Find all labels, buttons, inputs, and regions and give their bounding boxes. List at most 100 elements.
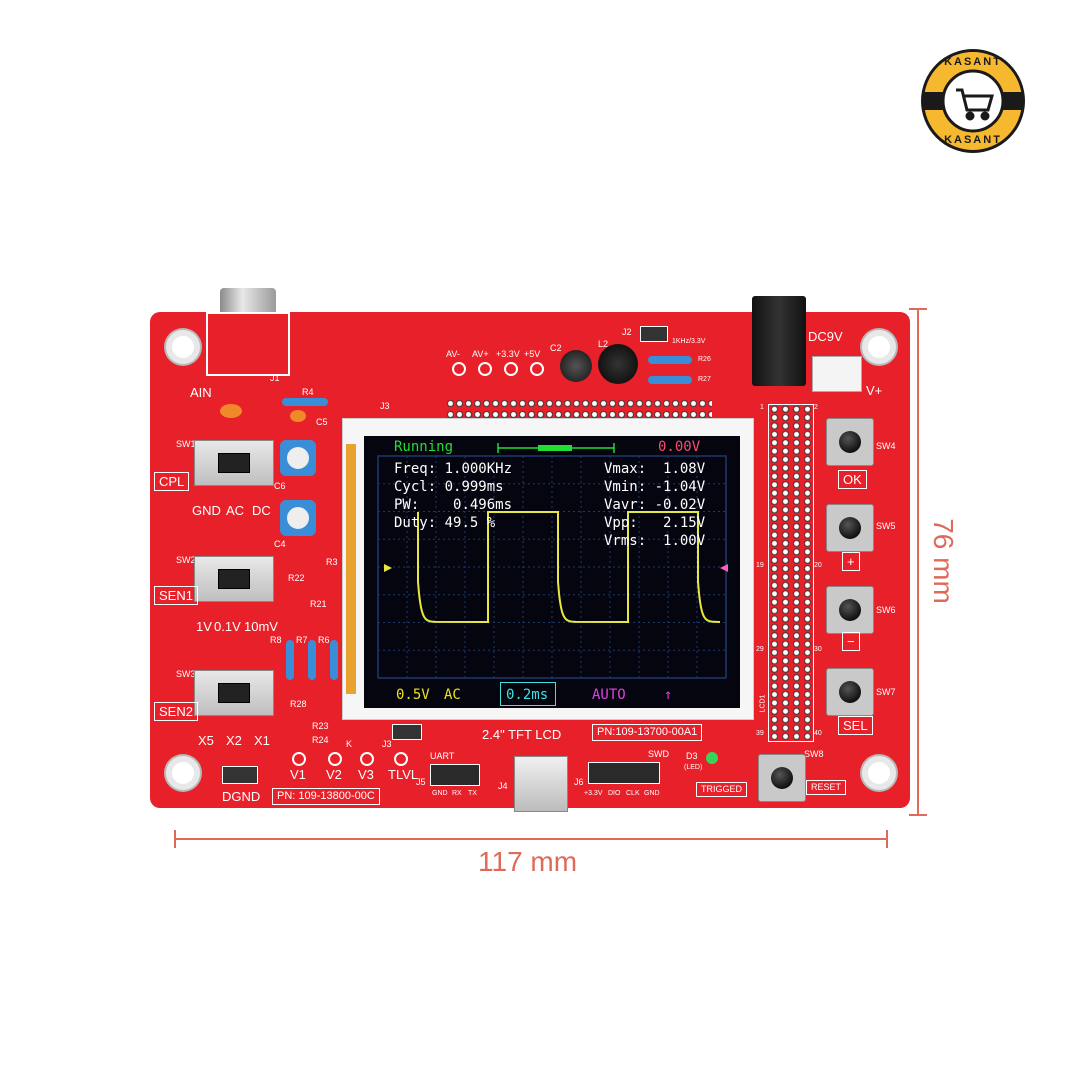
measurement-value: 1.08V	[663, 461, 706, 477]
r21-label: R21	[310, 599, 327, 609]
uart-gnd-label: GND	[432, 790, 448, 797]
uart-tx-label: TX	[468, 790, 477, 797]
swd-header[interactable]	[588, 762, 660, 784]
swd-clk-label: CLK	[626, 790, 640, 797]
mounting-hole	[166, 756, 200, 790]
k-label: K	[346, 739, 353, 749]
pin-40-label: 40	[814, 730, 822, 737]
signal-header[interactable]	[640, 326, 668, 342]
measurement-label: Duty:	[394, 515, 437, 531]
board-part-number: PN: 109-13800-00C	[272, 788, 380, 805]
plus-button[interactable]	[826, 504, 874, 552]
resistor	[330, 640, 338, 680]
j6-label: J6	[574, 777, 584, 787]
measurement-row: PW: 0.496ms	[394, 498, 512, 516]
sel-button[interactable]	[826, 668, 874, 716]
test-point[interactable]	[292, 752, 306, 766]
lcd-name-label: 2.4" TFT LCD	[482, 727, 562, 742]
measurement-value: 0.999ms	[444, 479, 504, 495]
coupling-switch[interactable]	[194, 440, 274, 486]
x2-label: X2	[226, 733, 242, 748]
swd-gnd-label: GND	[644, 790, 660, 797]
volts-per-div: 0.5V	[396, 687, 430, 703]
measurement-value: 49.5 %	[444, 515, 496, 531]
0.1v-label: 0.1V	[214, 619, 241, 634]
ok-button[interactable]	[826, 418, 874, 466]
measurement-value: 1.00V	[663, 533, 706, 549]
test-point[interactable]	[360, 752, 374, 766]
j1-label: J1	[270, 373, 280, 383]
ok-label: OK	[838, 470, 867, 489]
measurement-label: Freq:	[394, 461, 437, 477]
trigger-edge: ↑	[664, 687, 673, 703]
c5-label: C5	[316, 417, 328, 427]
reset-button[interactable]	[758, 754, 806, 802]
power-connector[interactable]	[812, 356, 862, 392]
r27-label: R27	[698, 376, 711, 383]
trigger-mode: AUTO	[592, 687, 626, 703]
sw8-label: SW8	[804, 749, 824, 759]
sensitivity2-switch[interactable]	[194, 670, 274, 716]
tlvl-label: TLVL	[388, 767, 419, 782]
r3-label: R3	[326, 557, 338, 567]
j4-label: J4	[498, 781, 508, 791]
r24-label: R24	[312, 735, 329, 745]
measurement-row: Vavr: -0.02V	[604, 498, 705, 516]
dc-power-jack[interactable]	[752, 296, 806, 386]
trimmer-potentiometer[interactable]	[280, 500, 316, 536]
dc9v-label: DC9V	[808, 329, 843, 344]
l2-label: L2	[598, 339, 609, 349]
measurement-row: Duty: 49.5 %	[394, 516, 512, 534]
plus-label: +	[842, 552, 860, 571]
r28-label: R28	[290, 699, 307, 709]
10mv-label: 10mV	[244, 619, 278, 634]
minus-button[interactable]	[826, 586, 874, 634]
height-dimension-tick-top	[909, 308, 927, 310]
left-measurements: Freq: 1.000KHz Cycl: 0.999ms PW: 0.496ms…	[394, 462, 512, 534]
trimmer-potentiometer[interactable]	[280, 440, 316, 476]
c2-label: C2	[550, 343, 562, 353]
test-point[interactable]	[530, 362, 544, 376]
c6-label: C6	[274, 481, 286, 491]
height-dimension-label: 76 mm	[928, 518, 959, 604]
logo-bottom-text: KASANT	[944, 134, 1002, 146]
capacitor	[220, 404, 242, 418]
timebase-bar	[497, 443, 615, 453]
graticule-grid	[378, 456, 726, 678]
pin-29-label: 29	[756, 646, 764, 653]
test-point[interactable]	[504, 362, 518, 376]
minus-label: −	[842, 632, 860, 651]
resistor	[308, 640, 316, 680]
test-point[interactable]	[478, 362, 492, 376]
measurement-row: Vrms: 1.00V	[604, 534, 705, 552]
measurement-value: 0.496ms	[453, 497, 513, 513]
bnc-base	[206, 312, 290, 376]
swd-3v3-label: +3.3V	[584, 790, 603, 797]
swd-dio-label: DIO	[608, 790, 621, 797]
uart-header[interactable]	[430, 764, 480, 786]
v2-label: V2	[326, 767, 342, 782]
inductor	[598, 344, 638, 384]
width-dimension-label: 117 mm	[478, 846, 578, 877]
measurement-row: Vpp: 2.15V	[604, 516, 705, 534]
measurement-label: Vmax:	[604, 461, 647, 477]
sel-label: SEL	[838, 716, 873, 735]
sw1-label: SW1	[176, 439, 196, 449]
test-point[interactable]	[394, 752, 408, 766]
3v3-label: +3.3V	[496, 349, 520, 359]
pin-19-label: 19	[756, 562, 764, 569]
measurement-row: Cycl: 0.999ms	[394, 480, 512, 498]
resistor	[648, 376, 692, 384]
sensitivity1-switch[interactable]	[194, 556, 274, 602]
r22-label: R22	[288, 573, 305, 583]
sw5-label: SW5	[876, 521, 896, 531]
waveform-display	[377, 443, 728, 679]
5v-label: +5V	[524, 349, 541, 359]
status-text: Running	[394, 439, 454, 455]
measurement-label: Vmin:	[604, 479, 647, 495]
1v-label: 1V	[196, 619, 212, 634]
measurement-label: Vpp:	[604, 515, 638, 531]
test-point[interactable]	[328, 752, 342, 766]
usb-port[interactable]	[514, 756, 568, 812]
test-point[interactable]	[452, 362, 466, 376]
